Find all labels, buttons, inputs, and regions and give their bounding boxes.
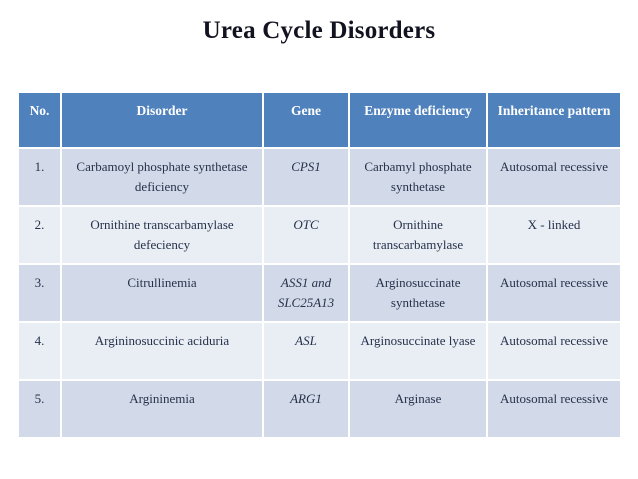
cell-gene: ARG1 bbox=[262, 379, 350, 439]
header-cell-disorder: Disorder bbox=[60, 91, 264, 149]
header-cell-inheritance: Inheritance pattern bbox=[486, 91, 622, 149]
cell-enzyme: Arginosuccinate lyase bbox=[348, 321, 488, 381]
cell-enzyme: Arginosuccinate synthetase bbox=[348, 263, 488, 323]
cell-disorder: Argininosuccinic aciduria bbox=[60, 321, 264, 381]
cell-no: 4. bbox=[17, 321, 62, 381]
cell-gene: ASL bbox=[262, 321, 350, 381]
page-title: Urea Cycle Disorders bbox=[202, 17, 436, 44]
cell-enzyme: Ornithine transcarbamylase bbox=[348, 205, 488, 265]
header-cell-enzyme: Enzyme deficiency bbox=[348, 91, 488, 149]
cell-inheritance: Autosomal recessive bbox=[486, 321, 622, 381]
cell-no: 5. bbox=[17, 379, 62, 439]
cell-enzyme: Arginase bbox=[348, 379, 488, 439]
table-header-row: No. Disorder Gene Enzyme deficiency Inhe… bbox=[17, 91, 622, 149]
table-row: 2. Ornithine transcarbamylase defeciency… bbox=[17, 205, 622, 265]
cell-disorder: Citrullinemia bbox=[60, 263, 264, 323]
header-cell-no: No. bbox=[17, 91, 62, 149]
table-row: 4. Argininosuccinic aciduria ASL Arginos… bbox=[17, 321, 622, 381]
cell-inheritance: Autosomal recessive bbox=[486, 379, 622, 439]
cell-disorder: Ornithine transcarbamylase defeciency bbox=[60, 205, 264, 265]
cell-no: 1. bbox=[17, 147, 62, 207]
cell-disorder: Argininemia bbox=[60, 379, 264, 439]
cell-gene: OTC bbox=[262, 205, 350, 265]
cell-gene: CPS1 bbox=[262, 147, 350, 207]
cell-inheritance: X - linked bbox=[486, 205, 622, 265]
cell-disorder: Carbamoyl phosphate synthetase deficienc… bbox=[60, 147, 264, 207]
cell-inheritance: Autosomal recessive bbox=[486, 263, 622, 323]
table-row: 3. Citrullinemia ASS1 and SLC25A13 Argin… bbox=[17, 263, 622, 323]
cell-gene: ASS1 and SLC25A13 bbox=[262, 263, 350, 323]
cell-enzyme: Carbamyl phosphate synthetase bbox=[348, 147, 488, 207]
table-row: 5. Argininemia ARG1 Arginase Autosomal r… bbox=[17, 379, 622, 439]
cell-inheritance: Autosomal recessive bbox=[486, 147, 622, 207]
cell-no: 3. bbox=[17, 263, 62, 323]
header-cell-gene: Gene bbox=[262, 91, 350, 149]
table-row: 1. Carbamoyl phosphate synthetase defici… bbox=[17, 147, 622, 207]
urea-cycle-disorders-table: No. Disorder Gene Enzyme deficiency Inhe… bbox=[17, 91, 622, 439]
cell-no: 2. bbox=[17, 205, 62, 265]
